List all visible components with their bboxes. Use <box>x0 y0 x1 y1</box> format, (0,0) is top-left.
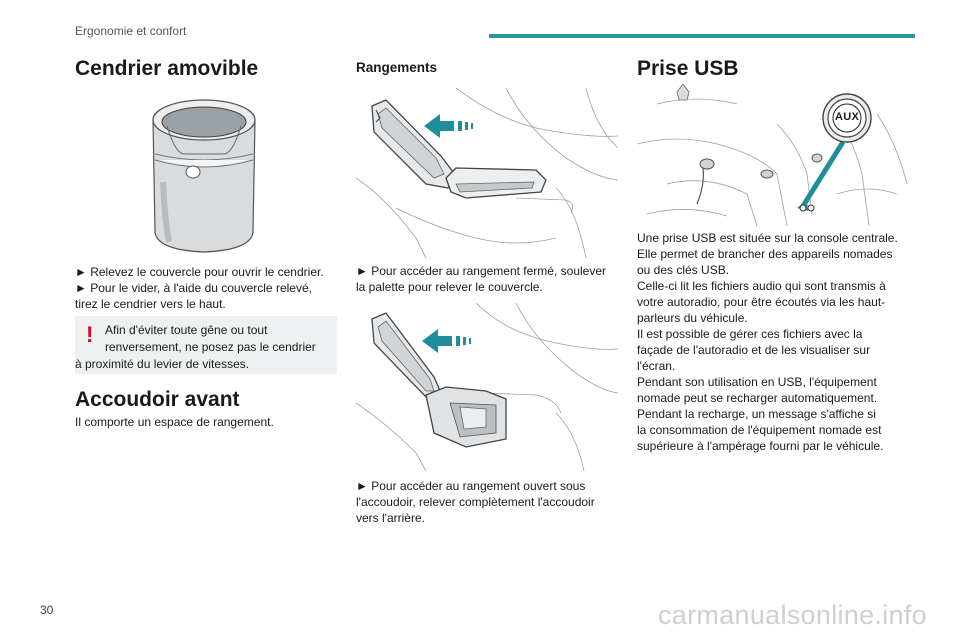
warning-text: Afin d'éviter toute gêne ou tout renvers… <box>75 322 327 373</box>
usb-description: Une prise USB est située sur la console … <box>637 230 917 454</box>
warning-line-2: renversement, ne posez pas le cendrier <box>105 340 316 354</box>
usb-line: votre autoradio, pour être écoutés via l… <box>637 295 886 309</box>
watermark: carmanualsonline.info <box>658 600 927 630</box>
header-accent-bar <box>489 34 915 38</box>
rangements-step-2-line-2: l'accoudoir, relever complètement l'acco… <box>356 495 595 509</box>
usb-line: nomade peut se recharger automatiquement… <box>637 391 878 405</box>
usb-line: supérieure à l'ampérage fourni par le vé… <box>637 439 884 453</box>
usb-aux-socket-illustration <box>637 84 908 226</box>
warning-line-3: à proximité du levier de vitesses. <box>75 357 250 371</box>
cendrier-step-1: ► Relevez le couvercle pour ouvrir le ce… <box>75 265 324 279</box>
usb-line: façade de l'autoradio et de les visualis… <box>637 343 871 357</box>
rangements-step-1-line-1: ► Pour accéder au rangement fermé, soule… <box>356 264 607 278</box>
usb-line: Pendant la recharge, un message s'affich… <box>637 407 876 421</box>
rangements-step-1: ► Pour accéder au rangement fermé, soule… <box>356 263 618 295</box>
usb-line: ou des clés USB. <box>637 263 730 277</box>
cendrier-step-2-line-1: ► Pour le vider, à l'aide du couvercle r… <box>75 281 312 295</box>
cendrier-step-2-line-2: tirez le cendrier vers le haut. <box>75 297 226 311</box>
rangements-step-1-line-2: la palette pour relever le couvercle. <box>356 280 543 294</box>
armrest-closed-storage-illustration <box>356 88 618 258</box>
usb-line: Celle-ci lit les fichiers audio qui sont… <box>637 279 886 293</box>
rangements-step-2-line-3: vers l'arrière. <box>356 511 425 525</box>
running-header: Ergonomie et confort <box>75 24 187 38</box>
usb-line: Il est possible de gérer ces fichiers av… <box>637 327 863 341</box>
rangements-step-2: ► Pour accéder au rangement ouvert sous … <box>356 478 618 526</box>
warning-box: ! Afin d'éviter toute gêne ou tout renve… <box>75 316 337 374</box>
accoudoir-title: Accoudoir avant <box>75 388 240 411</box>
page-number: 30 <box>40 603 54 617</box>
usb-line: Elle permet de brancher des appareils no… <box>637 247 893 261</box>
warning-line-1: Afin d'éviter toute gêne ou tout <box>105 323 268 337</box>
cendrier-title: Cendrier amovible <box>75 57 259 80</box>
ashtray-illustration <box>152 99 256 253</box>
armrest-open-storage-illustration <box>356 303 618 471</box>
rangements-title: Rangements <box>356 60 438 75</box>
exclamation-icon: ! <box>86 322 94 347</box>
cendrier-steps: ► Relevez le couvercle pour ouvrir le ce… <box>75 264 337 312</box>
usb-title: Prise USB <box>637 57 739 80</box>
accoudoir-text: Il comporte un espace de rangement. <box>75 415 274 429</box>
usb-line: Pendant son utilisation en USB, l'équipe… <box>637 375 877 389</box>
usb-line: Une prise USB est située sur la console … <box>637 231 898 245</box>
usb-line: parleurs du véhicule. <box>637 311 748 325</box>
usb-line: l'écran. <box>637 359 676 373</box>
usb-line: la consommation de l'équipement nomade e… <box>637 423 882 437</box>
rangements-step-2-line-1: ► Pour accéder au rangement ouvert sous <box>356 479 586 493</box>
aux-label: AUX <box>835 111 860 123</box>
